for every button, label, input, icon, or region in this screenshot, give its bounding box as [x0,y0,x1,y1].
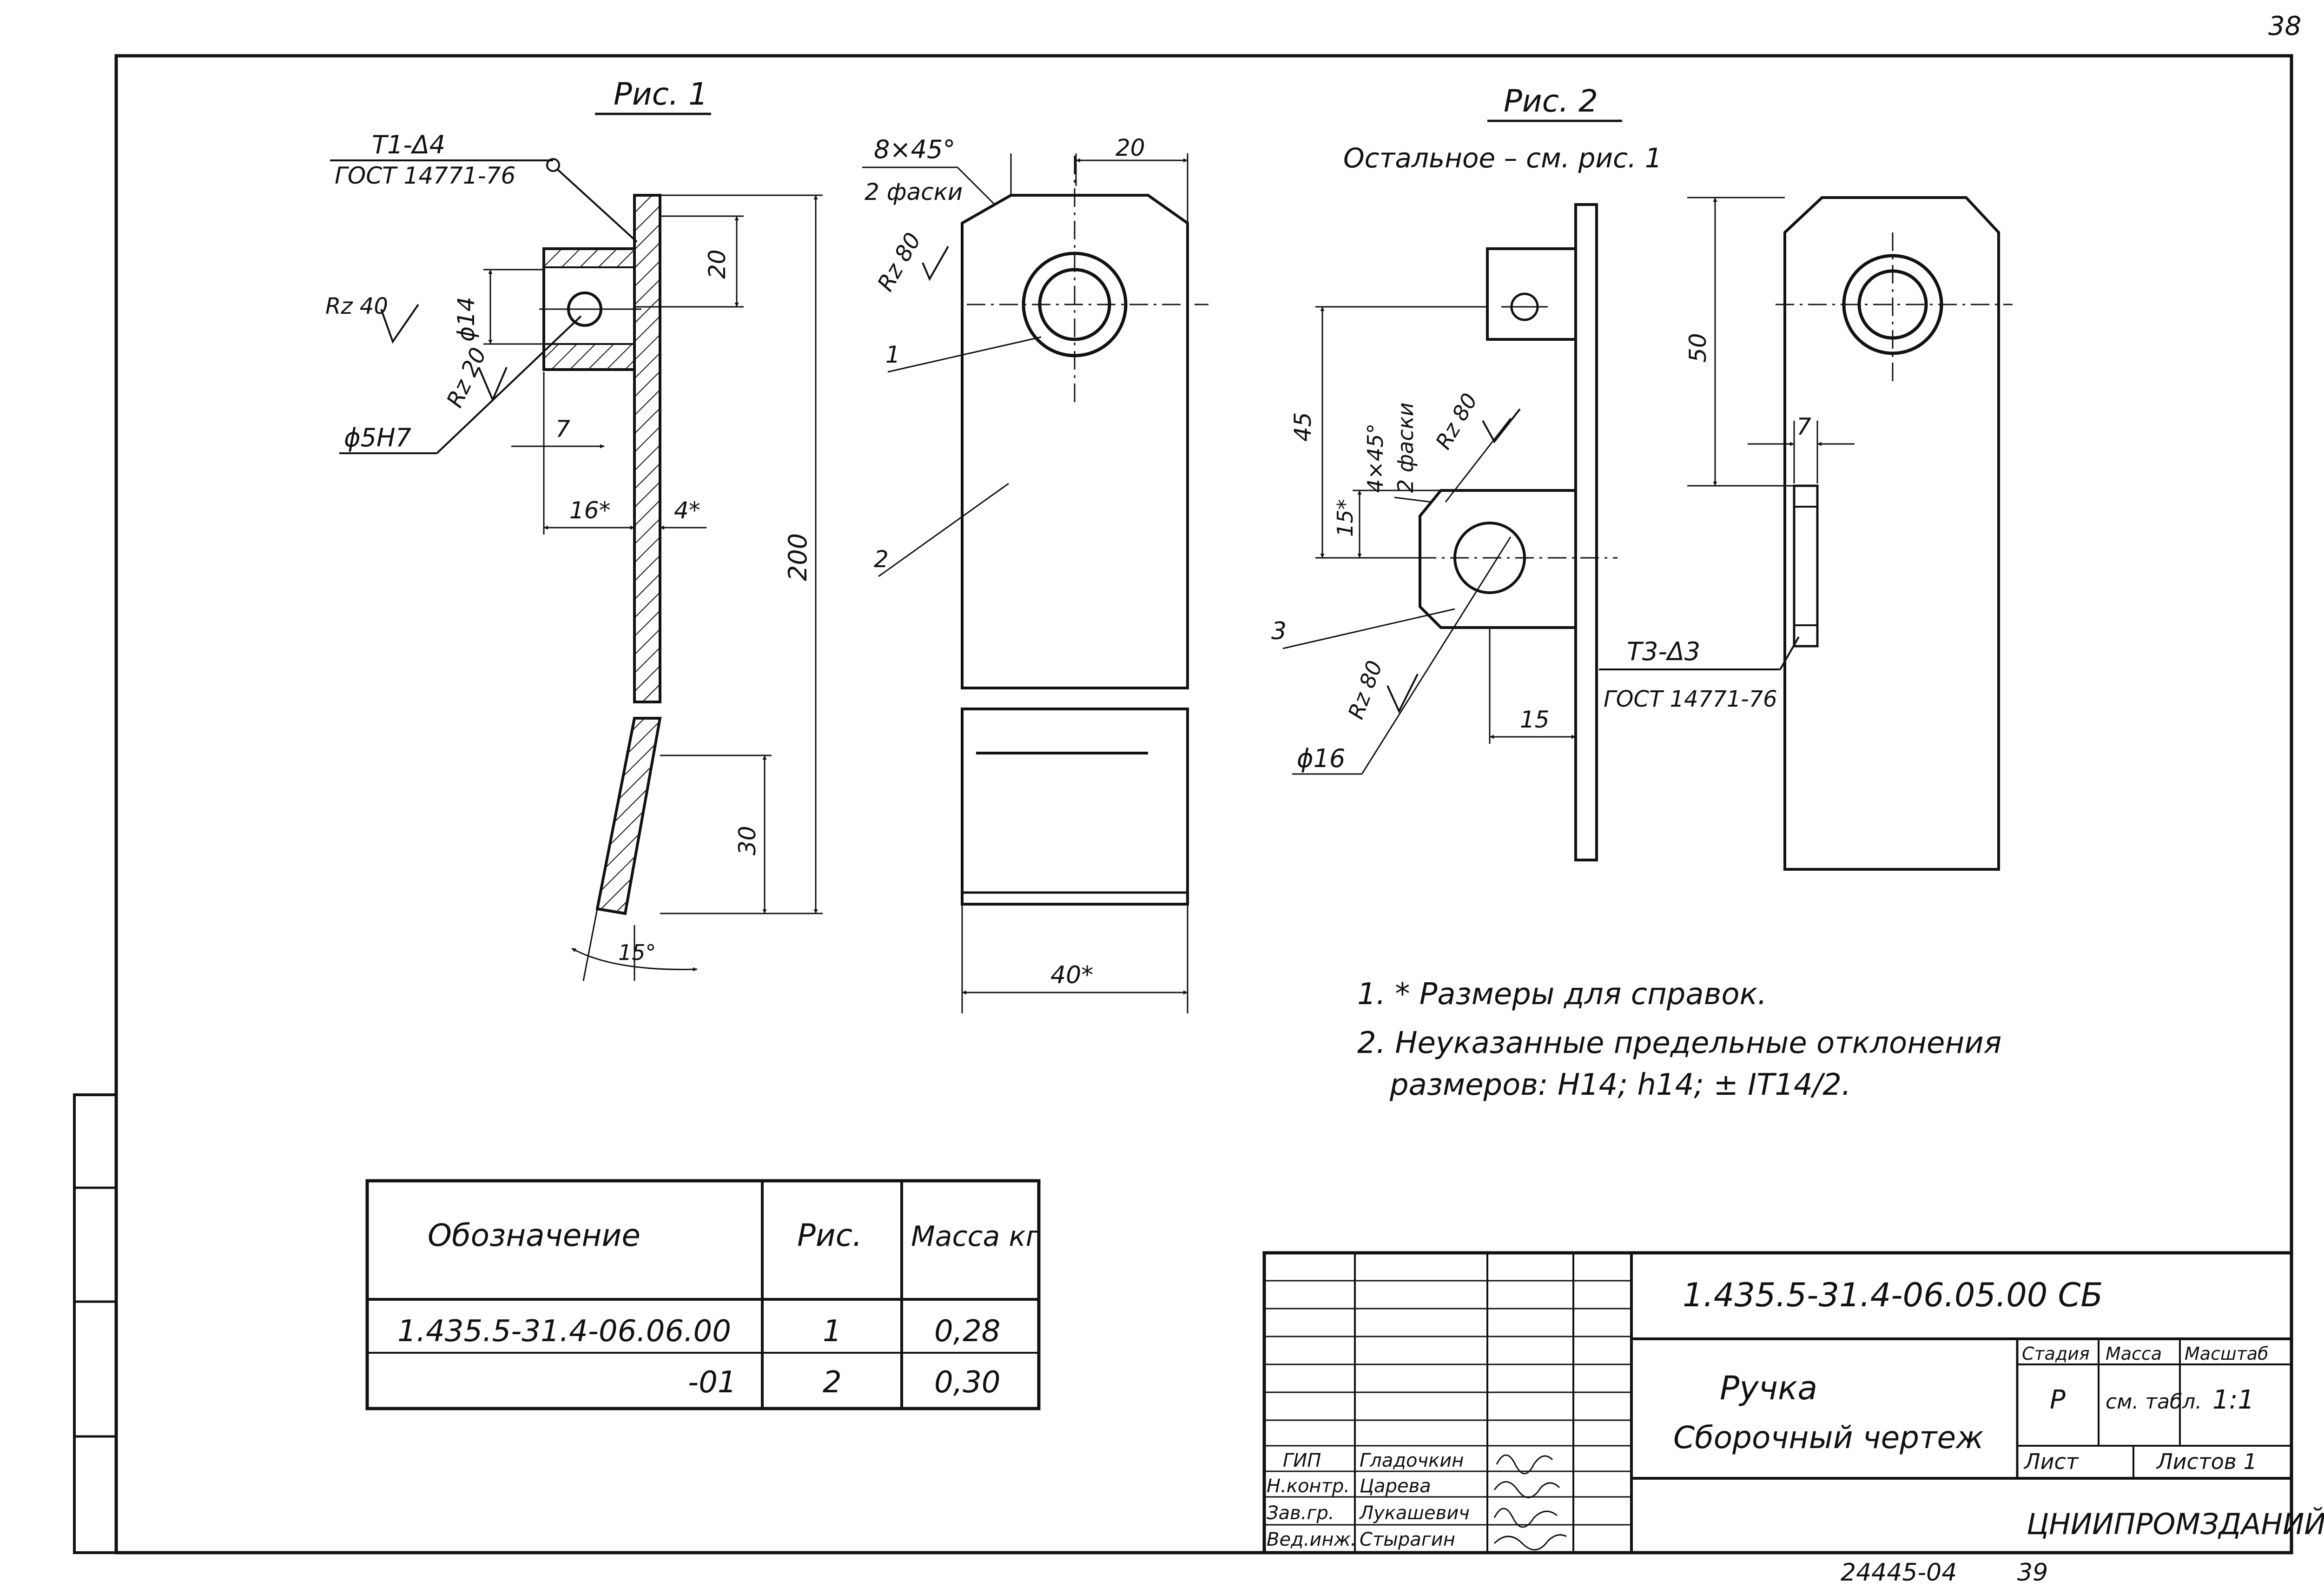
sheet-frame [73,54,2293,1555]
fig1-dim20: 20 [704,249,731,279]
tb-mass-label: Масса [2106,1343,2162,1364]
front-chamfer-note: 2 фаски [865,179,963,205]
tb-name-3: Лукашевич [1359,1502,1470,1524]
front-rz80: Rz 80 [872,228,926,296]
fig1-dim16: 16* [569,497,611,524]
signature-4 [1493,1534,1567,1551]
tb-sheet-label: Лист [2023,1449,2079,1474]
tb-sheets-label: Листов 1 [2156,1449,2257,1474]
tb-role-1: ГИП [1283,1450,1321,1471]
tb-scale: 1:1 [2212,1385,2254,1415]
note-1: 1. * Размеры для справок. [1357,977,1767,1012]
spec-table: Обозначение Рис. Масса кг 1.435.5-31.4-0… [365,1179,1041,1410]
tb-name-line1: Ручка [1720,1369,1817,1407]
signature-3 [1493,1508,1558,1528]
fig1-front-view: 8×45° 2 фаски 20 Rz 80 1 2 40* [862,134,1208,1013]
spec-header-mass: Масса кг [911,1220,1041,1253]
front-pos1: 1 [885,341,900,368]
fig2-rz80-top: Rz 80 [1431,389,1482,454]
fig1-dim200: 200 [783,533,812,581]
signature-1 [1496,1454,1553,1475]
tb-role-2: Н.контр. [1267,1476,1350,1497]
fig1-dim30: 30 [734,826,761,855]
fig1-rz20: Rz 20 [442,344,492,411]
fig1-weld-standard: ГОСТ 14771-76 [335,162,515,189]
spec-row-1-designation: 1.435.5-31.4-06.06.00 [397,1314,731,1349]
fig2-dim7: 7 [1796,413,1811,440]
tb-role-3: Зав.гр. [1267,1502,1334,1524]
tb-name-1: Гладочкин [1360,1450,1464,1471]
spec-row-2-mass: 0,30 [934,1365,1001,1400]
bottom-page: 39 [2017,1559,2048,1587]
title-block: 1.435.5-31.4-06.05.00 СБ Ручка Сборочный… [1262,1251,2324,1555]
fig1-side-view: Рис. 1 Т1-Δ4 ГОСТ 14771-76 ϕ14 Rz 40 Rz … [325,76,823,981]
page-number: 38 [2268,11,2301,41]
signature-2 [1493,1481,1560,1498]
tb-mass: см. табл. [2106,1390,2202,1414]
fig2-weld-symbol: Т3-Δ3 [1627,637,1700,666]
fig2-pos3: 3 [1271,617,1287,645]
tb-doc-code: 1.435.5-31.4-06.05.00 СБ [1683,1276,2103,1314]
spec-row-1-mass: 0,28 [934,1314,1001,1349]
spec-row-1-fig: 1 [823,1314,842,1349]
fig2-dim15: 15 [1520,706,1550,733]
fig2-weld-standard: ГОСТ 14771-76 [1604,686,1777,712]
fig2-dim15s: 15* [1333,499,1358,537]
fig1-dim4: 4* [674,497,700,524]
fig1-dim7: 7 [555,416,570,443]
fig2-phi16: ϕ16 [1297,744,1345,773]
note-2-line-2: размеров: Н14; h14; ± IT14/2. [1389,1068,1851,1102]
tb-scale-label: Масштаб [2185,1343,2269,1364]
note-2-line-1: 2. Неуказанные предельные отклонения [1357,1026,2001,1060]
fig1-phi5h7: ϕ5Н7 [344,423,411,452]
fig2-dim45: 45 [1289,412,1316,442]
spec-row-2-fig: 2 [823,1365,842,1400]
bottom-stamp: 24445-04 [1841,1559,1957,1587]
tb-org: ЦНИИПРОМЗДАНИЙ [2027,1507,2324,1541]
notes: 1. * Размеры для справок. 2. Неуказанные… [1357,977,2001,1102]
fig1-weld-symbol: Т1-Δ4 [372,130,445,159]
front-pos2: 2 [874,546,889,573]
fig2-front-view: 50 7 Т3-Δ3 ГОСТ 14771-76 [1599,196,2013,871]
fig1-dim-phi14: ϕ14 [453,297,480,342]
fig2-dim50: 50 [1684,333,1711,363]
fig2-side-view: Рис. 2 Остальное – см. рис. 1 45 15* 4×4… [1271,83,1662,861]
fig1-angle15: 15° [618,940,656,965]
fig2-chamfer-note: 2 фаски [1393,403,1418,493]
fig2-subtitle: Остальное – см. рис. 1 [1343,142,1662,174]
front-width40: 40* [1050,961,1093,989]
fig1-title: Рис. 1 [614,76,708,112]
fig1-rz40: Rz 40 [325,293,388,319]
tb-role-4: Вед.инж. [1267,1529,1356,1550]
spec-header-fig: Рис. [797,1217,862,1253]
fig2-rz80-bottom: Rz 80 [1343,657,1387,722]
front-dim20: 20 [1116,134,1145,161]
tb-name-4: Стырагин [1360,1529,1455,1550]
spec-row-2-designation: -01 [688,1365,737,1400]
tb-name-line2: Сборочный чертеж [1673,1420,1984,1456]
front-chamfer: 8×45° [874,135,955,164]
fig2-chamfer: 4×45° [1363,423,1388,493]
spec-header-designation: Обозначение [428,1217,640,1253]
tb-stage: Р [2050,1385,2066,1415]
tb-name-2: Царева [1360,1476,1431,1497]
fig2-title: Рис. 2 [1504,83,1598,119]
tb-stage-label: Стадия [2022,1343,2090,1364]
